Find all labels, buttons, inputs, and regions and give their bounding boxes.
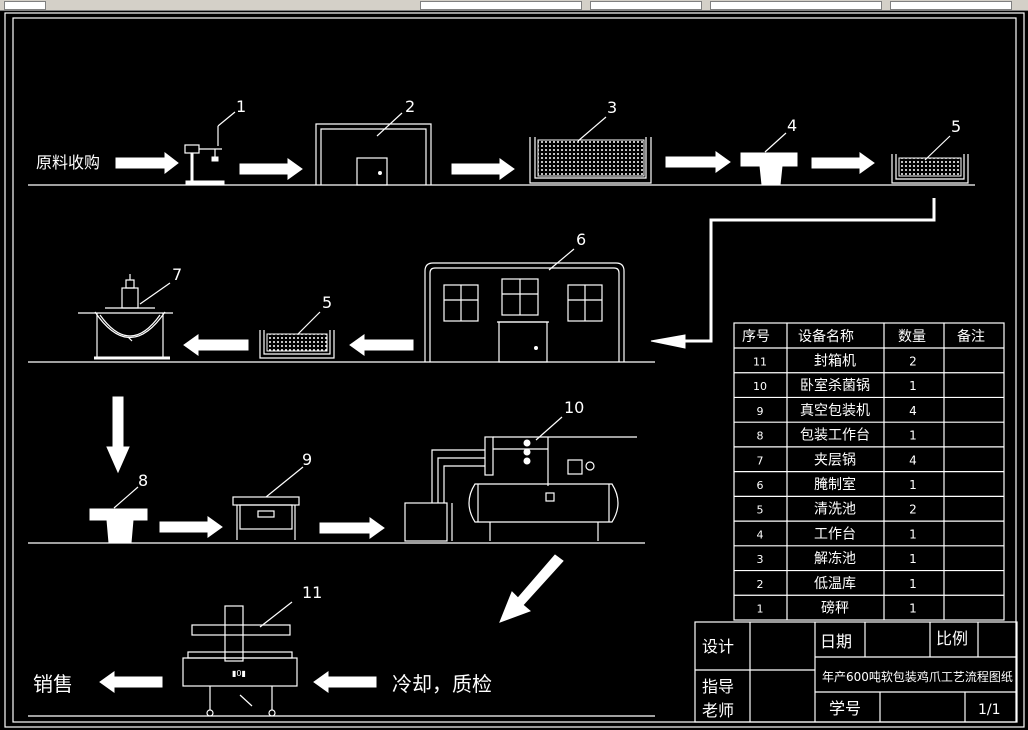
label-raw-material: 原料收购: [36, 153, 100, 172]
equipment-number-7: 7: [172, 265, 182, 284]
flow-connector: [685, 198, 936, 343]
table-cell-name: 封箱机: [814, 353, 856, 369]
table-cell-qty: 1: [909, 602, 917, 616]
curing-room-equipment: [424, 248, 625, 363]
table-cell-no: 9: [757, 405, 764, 418]
inner-border: [12, 17, 1017, 723]
thaw-pool-equipment: [529, 116, 652, 184]
flow-arrow: [99, 671, 163, 693]
tb-sheet: 1/1: [978, 702, 1001, 718]
flow-arrow: [665, 151, 731, 173]
tb-title: 年产600吨软包装鸡爪工艺流程图纸: [822, 669, 1013, 684]
flow-arrow: [499, 554, 564, 623]
table-cell-name: 卧室杀菌锅: [800, 377, 870, 394]
equipment-number-11: 11: [302, 583, 322, 602]
toolbar-dropdown[interactable]: [710, 1, 882, 10]
table-header-qty: 数量: [898, 329, 926, 345]
cold-storage-equipment: [315, 112, 432, 186]
table-cell-name: 磅秤: [821, 600, 849, 617]
table-cell-no: 2: [757, 578, 764, 591]
title-block: 设计 日期 比例 年产600吨软包装鸡爪工艺流程图纸 指导 老师 学号 1/1: [694, 621, 1018, 723]
outer-border: [4, 12, 1025, 728]
equipment-number-9: 9: [302, 450, 312, 469]
horizontal-sterilizer-equipment: [404, 416, 637, 542]
table-header-name: 设备名称: [798, 328, 854, 345]
table-cell-qty: 4: [909, 404, 917, 418]
tb-advisor-2: 老师: [702, 701, 734, 720]
equipment-number-6: 6: [576, 230, 586, 249]
worktable-equipment: [740, 132, 798, 186]
table-header-no: 序号: [742, 329, 770, 345]
flow-arrow: [650, 334, 686, 349]
equipment-number-4: 4: [787, 116, 797, 135]
flow-arrow: [319, 517, 385, 539]
label-sales: 销售: [33, 672, 73, 696]
wash-pool-equipment: [259, 311, 335, 359]
toolbar-dropdown[interactable]: [890, 1, 1012, 10]
table-cell-qty: 1: [909, 379, 917, 393]
equipment-number-3: 3: [607, 98, 617, 117]
table-cell-qty: 1: [909, 577, 917, 591]
tb-student-id: 学号: [829, 699, 861, 718]
table-cell-name: 真空包装机: [800, 403, 870, 419]
equipment-number-8: 8: [138, 471, 148, 490]
scale-equipment: [184, 111, 236, 186]
table-cell-no: 10: [753, 380, 767, 393]
table-cell-qty: 1: [909, 429, 917, 443]
table-cell-no: 3: [757, 553, 764, 566]
label-cooling-qc: 冷却，质检: [392, 672, 492, 696]
wash-pool-equipment: [891, 135, 969, 184]
table-cell-name: 低温库: [814, 576, 856, 592]
table-cell-no: 6: [757, 479, 764, 492]
equipment-number-10: 10: [564, 398, 584, 417]
table-cell-no: 11: [753, 355, 767, 368]
case-sealer-equipment: ▮0▮: [182, 601, 298, 717]
flow-arrow: [349, 334, 414, 356]
equipment-number-5b: 5: [322, 293, 332, 312]
equipment-number-1: 1: [236, 97, 246, 116]
tb-design: 设计: [702, 637, 734, 656]
flow-arrow: [451, 158, 515, 180]
jacketed-kettle-equipment: [78, 274, 173, 360]
table-cell-name: 清洗池: [814, 502, 856, 518]
flow-arrow: [811, 152, 875, 174]
table-cell-qty: 2: [909, 354, 917, 368]
table-cell-qty: 1: [909, 478, 917, 492]
process-flow-drawing: 原料收购 1 2 3 4 5: [4, 12, 1025, 728]
table-cell-no: 8: [757, 430, 764, 443]
table-cell-name: 包装工作台: [800, 428, 870, 444]
toolbar-dropdown[interactable]: [590, 1, 702, 10]
tb-scale: 比例: [936, 629, 968, 648]
table-cell-no: 1: [757, 603, 764, 616]
flow-arrow: [239, 158, 303, 180]
flow-arrow: [313, 671, 377, 693]
tb-date: 日期: [820, 632, 852, 651]
equipment-number-2: 2: [405, 97, 415, 116]
toolbar-dropdown[interactable]: [420, 1, 582, 10]
table-cell-name: 腌制室: [814, 476, 856, 493]
flow-arrow: [183, 334, 249, 356]
flow-arrow: [106, 396, 130, 474]
table-header-note: 备注: [957, 328, 985, 345]
table-cell-name: 夹层锅: [814, 452, 856, 468]
flow-arrow: [115, 151, 179, 175]
table-cell-no: 7: [757, 454, 764, 467]
equipment-number-5: 5: [951, 117, 961, 136]
table-cell-name: 工作台: [814, 526, 856, 542]
cad-toolbar: [0, 0, 1028, 11]
table-cell-qty: 1: [909, 552, 917, 566]
flow-arrow: [159, 516, 223, 538]
table-cell-name: 解冻池: [814, 550, 856, 567]
vacuum-packer-equipment: [232, 466, 304, 540]
toolbar-segment[interactable]: [4, 1, 46, 10]
table-cell-no: 4: [757, 528, 764, 541]
table-cell-qty: 1: [909, 527, 917, 541]
table-cell-qty: 2: [909, 503, 917, 517]
machine-marking: ▮0▮: [232, 669, 246, 678]
table-cell-qty: 4: [909, 453, 917, 467]
table-cell-no: 5: [757, 504, 764, 517]
packing-worktable-equipment: [89, 486, 148, 544]
tb-advisor-1: 指导: [702, 677, 734, 696]
